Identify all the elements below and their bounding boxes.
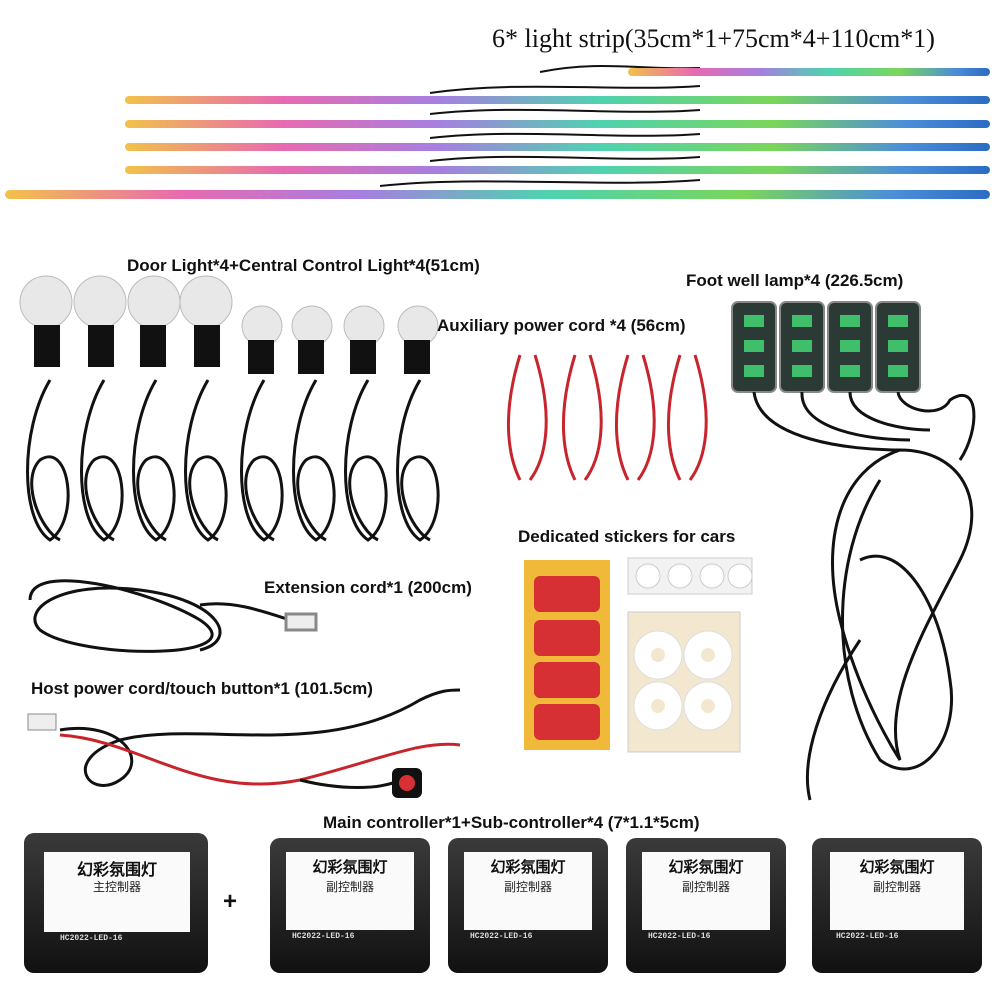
controller-2-model: HC2022-LED-16 <box>292 932 355 941</box>
door-lights <box>19 275 440 542</box>
controller-2-title: 幻彩氛围灯 <box>312 858 388 876</box>
controller-3-subtitle: 副控制器 <box>503 880 552 894</box>
stickers <box>524 557 753 753</box>
controller-1-title: 幻彩氛围灯 <box>76 860 157 879</box>
controller-4-subtitle: 副控制器 <box>681 880 730 894</box>
aux-cord-label: Auxiliary power cord *4 (56cm) <box>437 316 686 335</box>
controller-5-model: HC2022-LED-16 <box>836 932 899 941</box>
stickers-label: Dedicated stickers for cars <box>518 527 736 546</box>
extension-label: Extension cord*1 (200cm) <box>264 578 472 597</box>
controller-3-model: HC2022-LED-16 <box>470 932 533 941</box>
controller-5-subtitle: 副控制器 <box>872 880 921 894</box>
extension-cord <box>28 579 318 653</box>
auxiliary-cords <box>506 354 708 481</box>
controller-2-subtitle: 副控制器 <box>325 880 374 894</box>
controller-1-subtitle: 主控制器 <box>92 880 141 894</box>
footwell-label: Foot well lamp*4 (226.5cm) <box>686 271 904 290</box>
light-strips <box>5 64 990 199</box>
strip-label: 6* light strip(35cm*1+75cm*4+110cm*1) <box>492 24 935 53</box>
host-cord-label: Host power cord/touch button*1 (101.5cm) <box>31 679 373 698</box>
controller-4-title: 幻彩氛围灯 <box>668 858 744 876</box>
controller-5-title: 幻彩氛围灯 <box>859 858 935 876</box>
controller-4-model: HC2022-LED-16 <box>648 932 711 941</box>
host-power-cord <box>27 688 461 798</box>
controllers-label: Main controller*1+Sub-controller*4 (7*1.… <box>323 813 700 832</box>
controller-boxes <box>24 833 982 973</box>
plus-sign: + <box>223 888 238 915</box>
footwell-lamps <box>731 301 976 801</box>
controller-1-model: HC2022-LED-16 <box>60 934 123 943</box>
door-light-label: Door Light*4+Central Control Light*4(51c… <box>127 256 480 275</box>
controller-3-title: 幻彩氛围灯 <box>490 858 566 876</box>
